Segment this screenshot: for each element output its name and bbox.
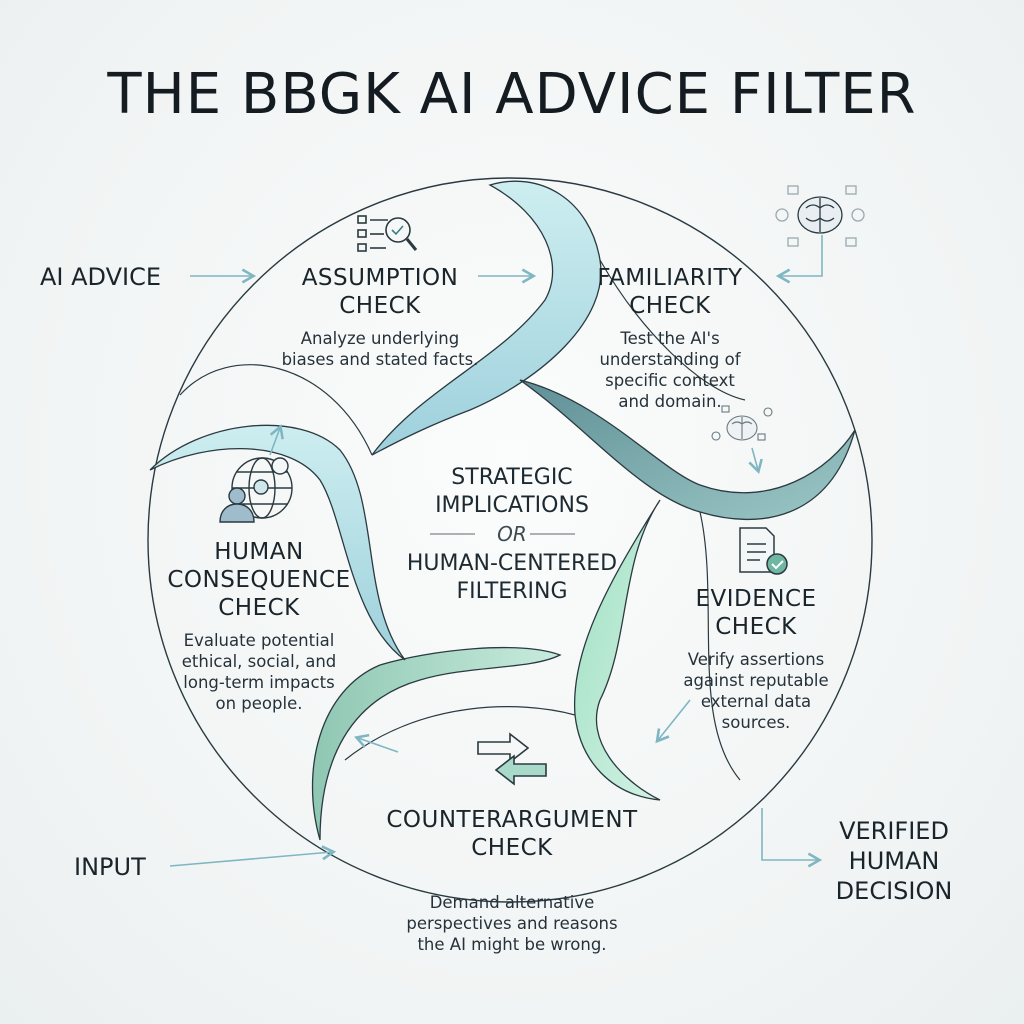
counter-title-1: COUNTERARGUMENT bbox=[386, 807, 638, 833]
center-line-2: IMPLICATIONS bbox=[435, 493, 589, 518]
human-desc-3: long-term impacts bbox=[183, 673, 335, 692]
counter-desc-1: Demand alternative bbox=[429, 893, 595, 912]
evidence-desc-3: external data bbox=[700, 692, 812, 711]
band-top bbox=[371, 180, 602, 456]
human-desc-1: Evaluate potential bbox=[183, 631, 335, 650]
center-line-1: STRATEGIC bbox=[451, 465, 573, 490]
counter-desc-2: perspectives and reasons bbox=[406, 914, 618, 933]
output-line-3: DECISION bbox=[835, 877, 953, 905]
center-statement: STRATEGIC IMPLICATIONS OR HUMAN-CENTERED… bbox=[392, 464, 632, 606]
page-title: THE BBGK AI ADVICE FILTER bbox=[107, 62, 917, 127]
center-or: OR bbox=[497, 522, 527, 546]
human-title-2: CONSEQUENCE bbox=[167, 567, 351, 593]
band-lowright bbox=[573, 499, 661, 801]
segment-line-2 bbox=[599, 259, 746, 401]
center-line-3: HUMAN-CENTERED bbox=[406, 551, 618, 576]
input-label: INPUT bbox=[74, 853, 146, 881]
opposing-arrows-icon bbox=[477, 732, 547, 786]
familiarity-check: FAMILIARITY CHECK Test the AI's understa… bbox=[570, 264, 770, 412]
familiarity-desc-2: understanding of bbox=[599, 350, 741, 369]
center-line-4: FILTERING bbox=[456, 579, 568, 604]
document-check-icon bbox=[739, 527, 788, 575]
human-consequence-check: HUMAN CONSEQUENCE CHECK Evaluate potenti… bbox=[150, 538, 368, 714]
evidence-title-1: EVIDENCE bbox=[695, 586, 817, 612]
segment-line-1 bbox=[179, 364, 373, 456]
counterargument-check: COUNTERARGUMENT CHECK Demand alternative… bbox=[372, 806, 652, 955]
evidence-desc-4: sources. bbox=[721, 713, 791, 732]
familiarity-desc-1: Test the AI's bbox=[620, 329, 720, 348]
arrow-top-right bbox=[775, 235, 823, 284]
segment-line-3 bbox=[699, 511, 741, 781]
output-label: VERIFIED HUMAN DECISION bbox=[828, 816, 960, 906]
human-title-1: HUMAN bbox=[214, 539, 304, 565]
output-line-2: HUMAN bbox=[848, 847, 940, 875]
band-right bbox=[519, 379, 856, 521]
human-title-3: CHECK bbox=[218, 595, 300, 621]
arrow-familiarity-down bbox=[748, 447, 763, 475]
brain-network-icon bbox=[775, 185, 865, 247]
arrow-counter-left bbox=[354, 733, 399, 753]
checklist-magnifier-icon bbox=[357, 215, 418, 252]
counter-title-2: CHECK bbox=[471, 835, 553, 861]
segment-line-4 bbox=[344, 706, 576, 761]
assumption-desc-1: Analyze underlying bbox=[300, 329, 460, 348]
brain-network-small-icon bbox=[711, 405, 773, 441]
assumption-check: ASSUMPTION CHECK Analyze underlying bias… bbox=[270, 264, 490, 370]
familiarity-title-2: CHECK bbox=[629, 293, 711, 319]
assumption-desc-2: biases and stated facts. bbox=[281, 350, 479, 369]
familiarity-desc-4: and domain. bbox=[618, 392, 722, 411]
arrow-output bbox=[761, 808, 823, 868]
outer-ring bbox=[147, 177, 873, 903]
arrow-input bbox=[169, 845, 337, 867]
assumption-title-1: ASSUMPTION bbox=[301, 265, 459, 291]
familiarity-desc-3: specific context bbox=[605, 371, 735, 390]
band-left bbox=[149, 424, 406, 661]
counter-desc-3: the AI might be wrong. bbox=[417, 935, 607, 954]
band-bottom bbox=[311, 646, 562, 841]
evidence-desc-2: against reputable bbox=[683, 671, 829, 690]
familiarity-title-1: FAMILIARITY bbox=[597, 265, 743, 291]
evidence-title-2: CHECK bbox=[715, 614, 797, 640]
arrow-human-up bbox=[269, 424, 284, 456]
arrow-evidence-down bbox=[655, 699, 691, 744]
evidence-desc-1: Verify assertions bbox=[687, 650, 825, 669]
evidence-check: EVIDENCE CHECK Verify assertions against… bbox=[650, 585, 862, 733]
assumption-title-2: CHECK bbox=[339, 293, 421, 319]
human-desc-4: on people. bbox=[215, 694, 303, 713]
output-line-1: VERIFIED bbox=[839, 817, 949, 845]
globe-person-icon bbox=[219, 457, 293, 523]
ai-advice-label: AI ADVICE bbox=[40, 263, 162, 291]
human-desc-2: ethical, social, and bbox=[181, 652, 337, 671]
